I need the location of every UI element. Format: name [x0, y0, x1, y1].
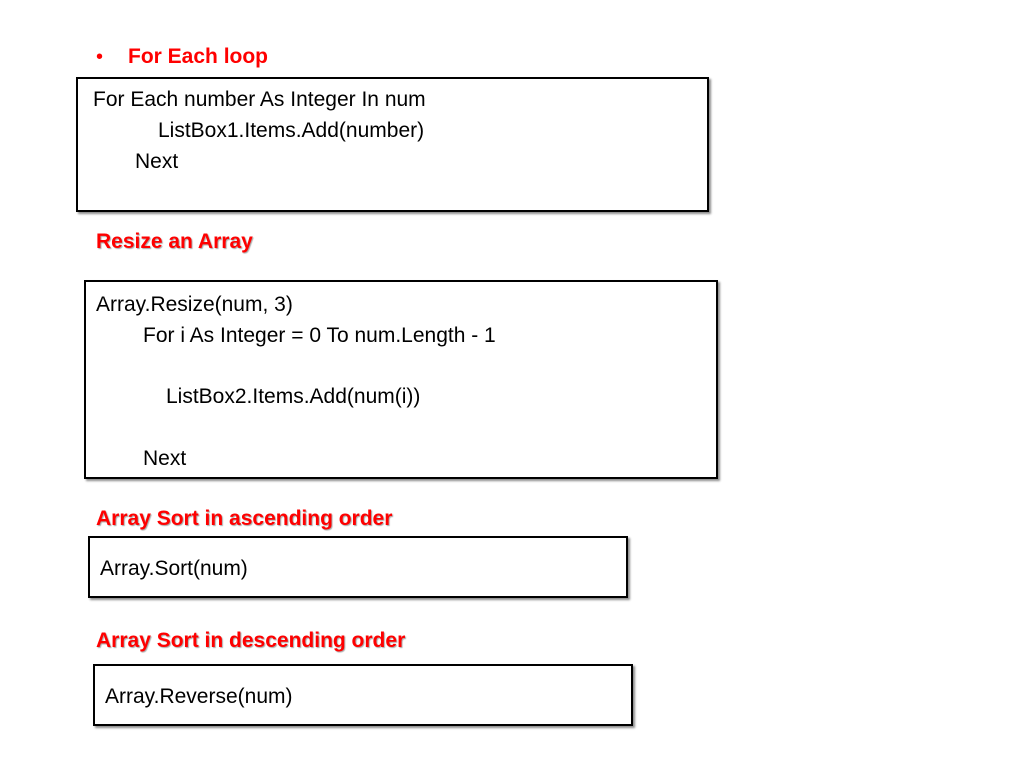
code-line: Array.Resize(num, 3): [96, 293, 293, 316]
heading-sort-descending: Array Sort in descending order: [96, 629, 406, 652]
heading-sort-ascending: Array Sort in ascending order: [96, 507, 393, 530]
code-line: For i As Integer = 0 To num.Length - 1: [143, 324, 496, 347]
code-line: Next: [143, 447, 187, 470]
bullet-icon: •: [96, 46, 104, 68]
heading-for-each-loop: For Each loop: [128, 45, 269, 68]
code-line: Next: [135, 150, 179, 173]
code-box-resize: Array.Resize(num, 3) For i As Integer = …: [84, 280, 718, 479]
code-line: Array.Sort(num): [100, 557, 248, 580]
code-box-sort-ascending: Array.Sort(num): [88, 536, 628, 598]
code-box-sort-descending: Array.Reverse(num): [93, 664, 633, 726]
code-line: Array.Reverse(num): [105, 685, 293, 708]
code-line: ListBox1.Items.Add(number): [158, 119, 425, 142]
heading-resize-array: Resize an Array: [96, 230, 253, 253]
code-line: ListBox2.Items.Add(num(i)): [166, 385, 421, 408]
code-line: For Each number As Integer In num: [93, 88, 426, 111]
code-box-for-each: For Each number As Integer In num ListBo…: [76, 77, 709, 212]
